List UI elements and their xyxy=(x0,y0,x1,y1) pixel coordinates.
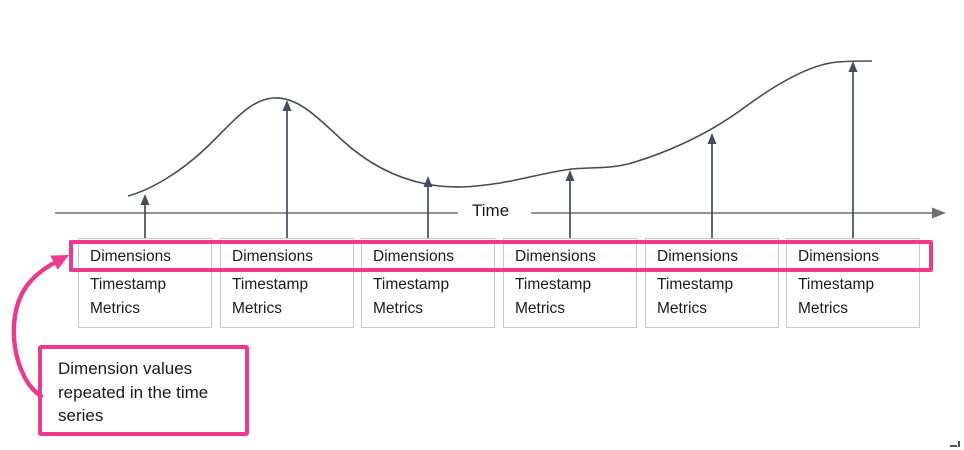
record-metrics-label: Metrics xyxy=(657,300,707,317)
data-point-arrow-6 xyxy=(848,61,858,238)
callout-arrowhead-icon xyxy=(50,255,69,270)
record-dimensions-label: Dimensions xyxy=(90,248,171,265)
record-box-5: Dimensions Timestamp Metrics xyxy=(645,238,779,328)
record-metrics-label: Metrics xyxy=(90,300,140,317)
record-timestamp-label: Timestamp xyxy=(373,276,450,293)
record-metrics-label: Metrics xyxy=(515,300,565,317)
record-box-6: Dimensions Timestamp Metrics xyxy=(786,238,920,328)
record-timestamp-label: Timestamp xyxy=(232,276,309,293)
record-dimensions-label: Dimensions xyxy=(232,248,313,265)
data-point-arrow-4 xyxy=(565,170,575,238)
record-dimensions-label: Dimensions xyxy=(515,248,596,265)
time-axis-label: Time xyxy=(472,201,510,220)
record-timestamp-label: Timestamp xyxy=(515,276,592,293)
record-timestamp-label: Timestamp xyxy=(798,276,875,293)
record-box-4: Dimensions Timestamp Metrics xyxy=(503,238,637,328)
axis-arrowhead-icon xyxy=(932,207,946,219)
record-metrics-label: Metrics xyxy=(373,300,423,317)
record-dimensions-label: Dimensions xyxy=(373,248,454,265)
data-point-arrow-3 xyxy=(423,176,433,238)
callout-box: Dimension values repeated in the time se… xyxy=(38,345,249,436)
record-metrics-label: Metrics xyxy=(232,300,282,317)
time-series-curve xyxy=(127,60,873,197)
record-metrics-label: Metrics xyxy=(798,300,848,317)
record-dimensions-label: Dimensions xyxy=(798,248,879,265)
record-box-2: Dimensions Timestamp Metrics xyxy=(220,238,354,328)
record-box-1: Dimensions Timestamp Metrics xyxy=(78,238,212,328)
record-dimensions-label: Dimensions xyxy=(657,248,738,265)
data-point-arrow-1 xyxy=(140,194,150,238)
record-timestamp-label: Timestamp xyxy=(657,276,734,293)
page-edge-mark xyxy=(950,441,960,447)
data-point-arrow-5 xyxy=(707,133,717,238)
data-point-arrow-2 xyxy=(282,100,292,238)
record-timestamp-label: Timestamp xyxy=(90,276,167,293)
record-box-3: Dimensions Timestamp Metrics xyxy=(361,238,495,328)
